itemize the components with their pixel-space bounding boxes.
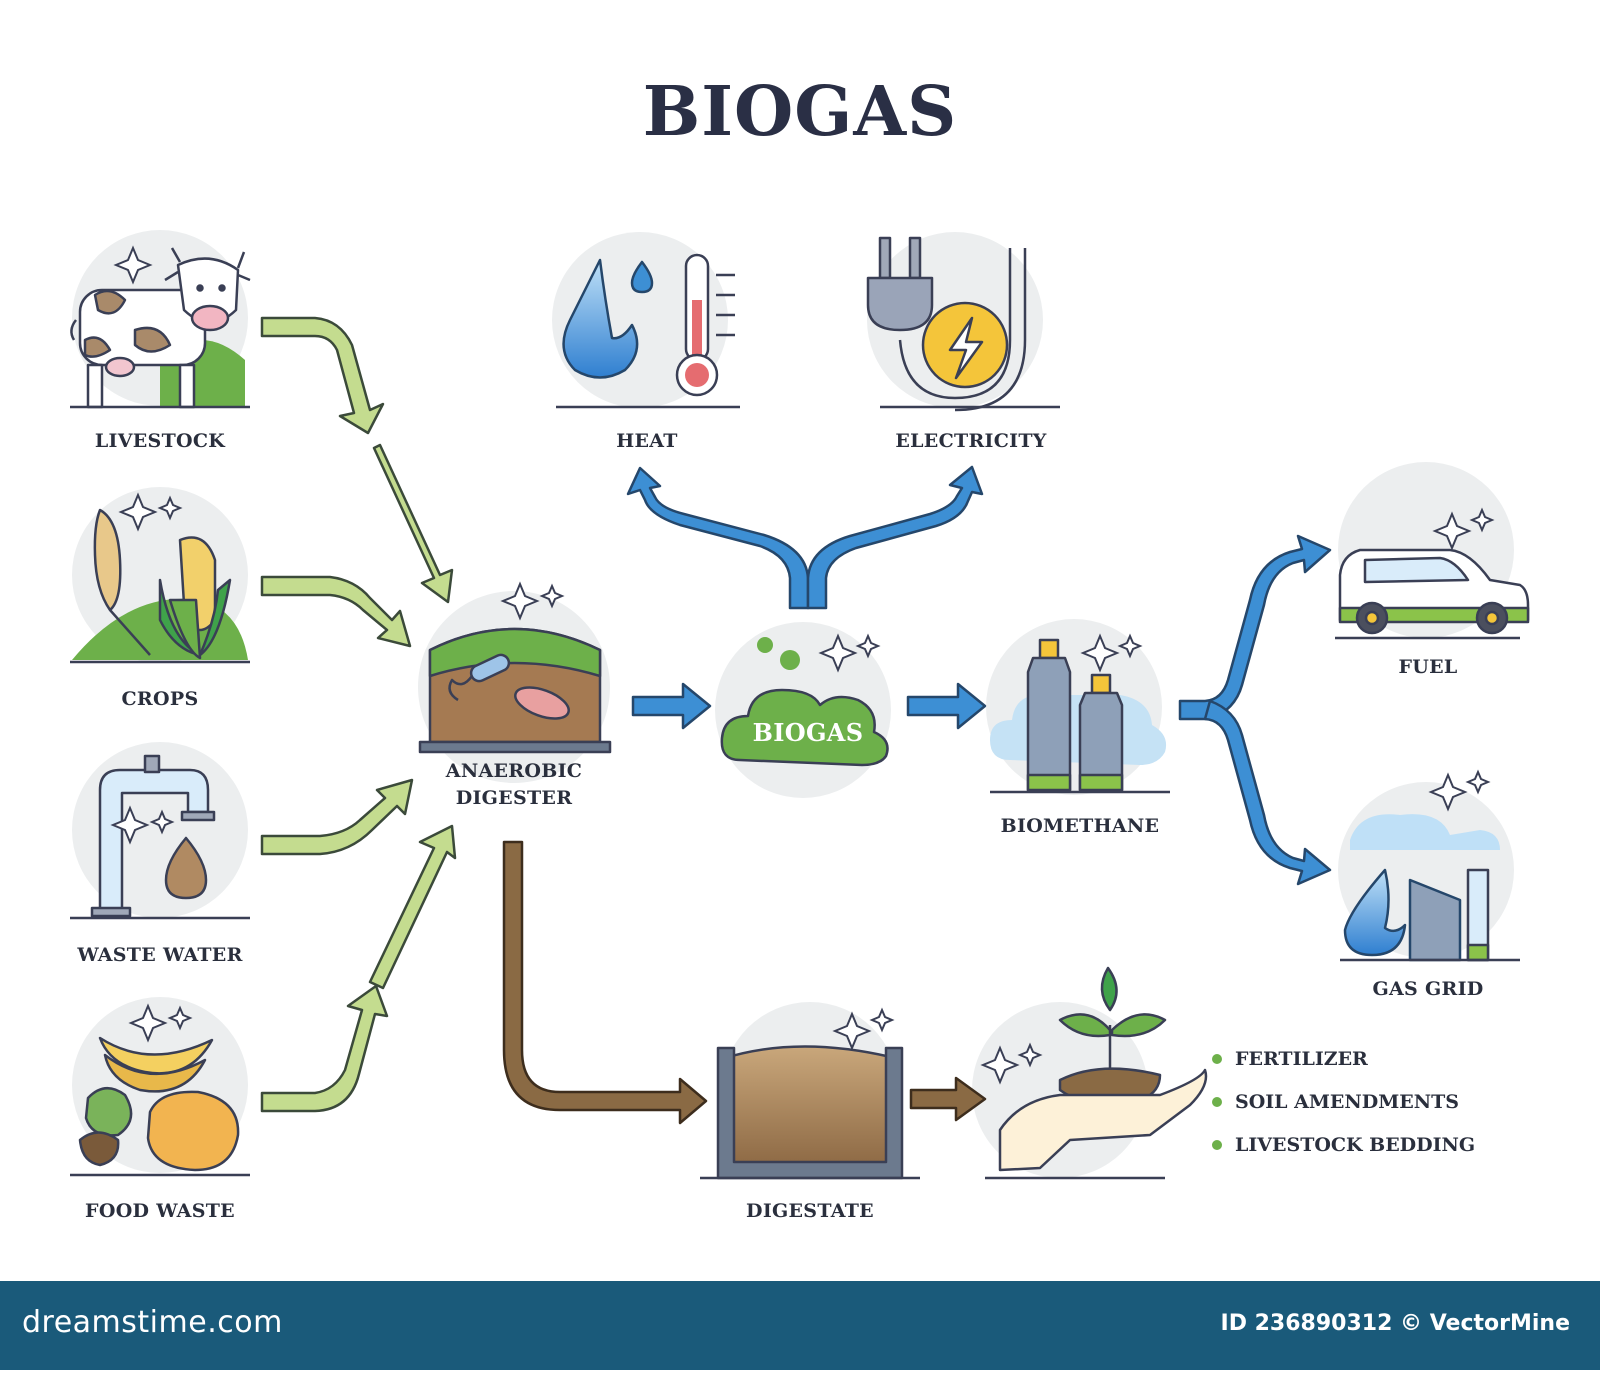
electricity-label: ELECTRICITY — [895, 430, 1047, 452]
waste-water-label: WASTE WATER — [77, 944, 243, 966]
use-soil-amendments: SOIL AMENDMENTS — [1235, 1090, 1459, 1113]
cow-icon — [70, 247, 251, 409]
biomethane-label: BIOMETHANE — [1000, 815, 1160, 837]
crops-icon — [70, 508, 250, 664]
footer-brand[interactable]: dreamstime.com — [22, 1305, 283, 1340]
gas-grid-label: GAS GRID — [1372, 978, 1484, 1000]
hand-plant-icon — [985, 966, 1208, 1180]
food-waste-icon — [70, 1036, 250, 1177]
digestate-arrows — [502, 840, 987, 1125]
input-arrows — [260, 316, 457, 1113]
crops-label: CROPS — [121, 688, 199, 710]
use-fertilizer: FERTILIZER — [1235, 1047, 1368, 1070]
digester-label: ANAEROBIC DIGESTER — [446, 758, 582, 812]
heat-label: HEAT — [616, 430, 678, 452]
livestock-label: LIVESTOCK — [94, 430, 226, 452]
footer-bar: dreamstime.com ID 236890312 © VectorMine — [0, 1281, 1600, 1370]
digester-icon — [418, 627, 612, 754]
heat-icon — [556, 253, 740, 409]
gas-grid-icon — [1340, 814, 1520, 962]
bullet-dot — [1212, 1096, 1222, 1107]
biogas-cloud-label: BIOGAS — [752, 718, 864, 747]
digester-label-line1: ANAEROBIC — [445, 760, 583, 782]
biogas-cloud-icon — [720, 637, 889, 767]
bullet-dot — [1212, 1139, 1222, 1150]
waste-water-icon — [70, 754, 250, 920]
list-item: SOIL AMENDMENTS — [1212, 1080, 1475, 1123]
list-item: LIVESTOCK BEDDING — [1212, 1123, 1475, 1166]
digestate-uses-list: FERTILIZER SOIL AMENDMENTS LIVESTOCK BED… — [1212, 1037, 1475, 1166]
fuel-label: FUEL — [1398, 656, 1458, 678]
biogas-flow-arrows — [626, 465, 1332, 886]
sparkle-icons — [110, 245, 1495, 1085]
digestate-icon — [700, 1045, 920, 1180]
food-waste-label: FOOD WASTE — [85, 1200, 235, 1222]
footer-image-id: ID 236890312 © VectorMine — [1220, 1311, 1570, 1336]
list-item: FERTILIZER — [1212, 1037, 1475, 1080]
digester-label-line2: DIGESTER — [455, 787, 573, 809]
electricity-icon — [866, 236, 1060, 412]
use-livestock-bedding: LIVESTOCK BEDDING — [1235, 1133, 1476, 1156]
biomethane-icon — [990, 638, 1170, 794]
digestate-label: DIGESTATE — [746, 1200, 874, 1222]
page-title: BIOGAS — [642, 72, 958, 152]
car-icon — [1335, 548, 1530, 640]
bullet-dot — [1212, 1053, 1222, 1064]
